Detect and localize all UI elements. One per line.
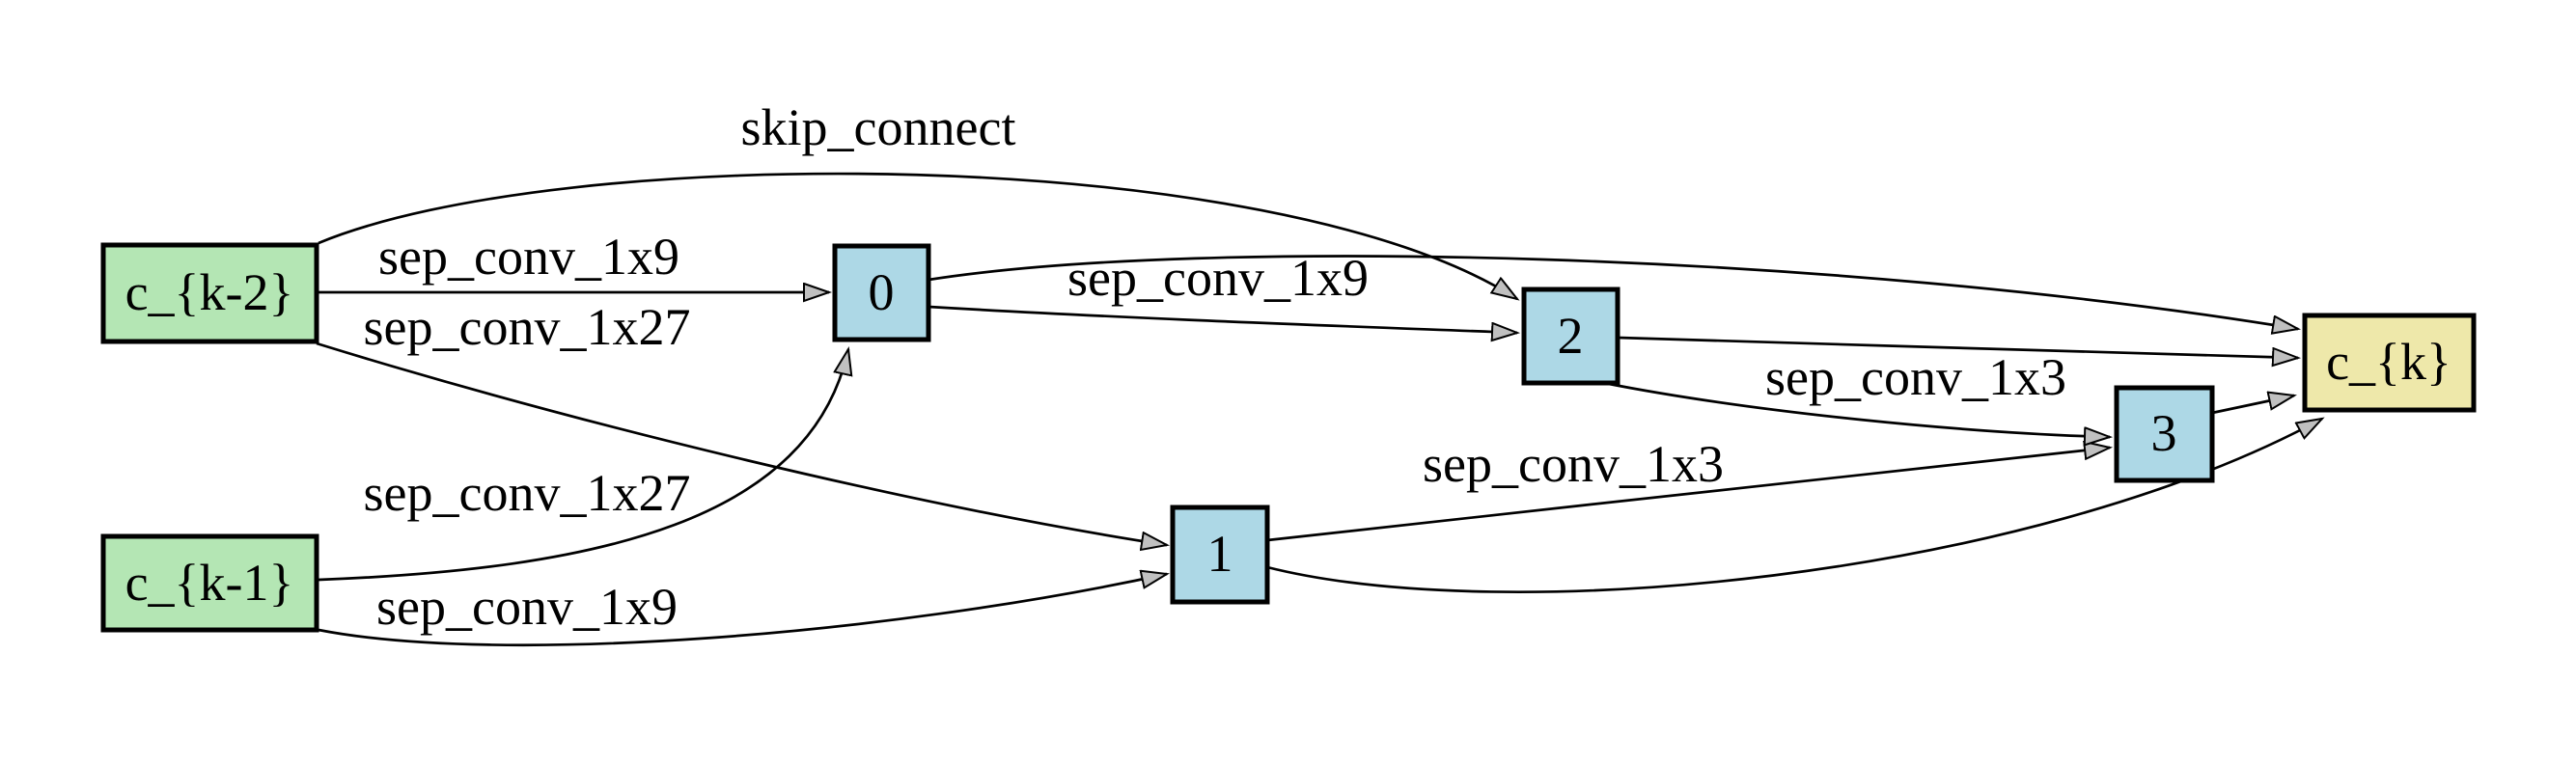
node-2-box bbox=[1521, 286, 1620, 386]
node-0: 0 bbox=[832, 243, 931, 342]
nodes: c_{k-2} c_{k-1} 0 1 2 3 c_{k} bbox=[100, 242, 2477, 633]
edge-0-to-2 bbox=[928, 305, 1517, 333]
node-ck-label: c_{k} bbox=[2326, 333, 2451, 391]
edge-label-sep-conv-1x9-ck1-1: sep_conv_1x9 bbox=[376, 578, 678, 636]
edge-labels: sep_conv_1x9 sep_conv_1x27 skip_connect … bbox=[364, 98, 2066, 636]
edge-ck2-to-1 bbox=[316, 341, 1167, 545]
node-1-box bbox=[1170, 505, 1270, 605]
node-ck1: c_{k-1} bbox=[100, 533, 319, 633]
edge-1-to-3 bbox=[1266, 448, 2110, 542]
edge-label-sep-conv-1x27-ck2-1: sep_conv_1x27 bbox=[364, 298, 691, 356]
edge-3-to-ck bbox=[2211, 396, 2294, 415]
edge-label-sep-conv-1x9-0-2: sep_conv_1x9 bbox=[1067, 249, 1369, 307]
node-1: 1 bbox=[1170, 505, 1270, 605]
node-3-box bbox=[2114, 385, 2215, 483]
edge-label-sep-conv-1x27-ck1-0: sep_conv_1x27 bbox=[364, 464, 691, 522]
node-1-label: 1 bbox=[1207, 525, 1233, 583]
edge-label-sep-conv-1x9-ck2-0: sep_conv_1x9 bbox=[378, 228, 679, 286]
edge-2-to-3 bbox=[1603, 381, 2110, 437]
node-0-box bbox=[832, 243, 931, 342]
edge-ck2-to-2-skip-connect bbox=[318, 172, 1517, 299]
edge-label-skip-connect: skip_connect bbox=[741, 98, 1016, 156]
node-ck2-box bbox=[100, 242, 319, 344]
node-3-label: 3 bbox=[2151, 404, 2177, 462]
edge-2-to-ck bbox=[1617, 336, 2298, 358]
edge-0-to-ck bbox=[928, 255, 2298, 329]
node-ck: c_{k} bbox=[2302, 313, 2477, 413]
edge-label-sep-conv-1x3-2-3: sep_conv_1x3 bbox=[1765, 348, 2066, 406]
node-ck-box bbox=[2302, 313, 2477, 413]
node-2-label: 2 bbox=[1558, 307, 1584, 365]
node-ck2-label: c_{k-2} bbox=[125, 263, 294, 321]
edge-ck1-to-0 bbox=[318, 349, 848, 582]
edge-label-sep-conv-1x3-1-3: sep_conv_1x3 bbox=[1423, 435, 1724, 493]
node-ck1-box bbox=[100, 533, 319, 633]
node-0-label: 0 bbox=[869, 263, 895, 321]
node-ck2: c_{k-2} bbox=[100, 242, 319, 344]
node-2: 2 bbox=[1521, 286, 1620, 386]
node-ck1-label: c_{k-1} bbox=[125, 554, 294, 612]
edge-ck1-to-1 bbox=[318, 574, 1167, 647]
node-3: 3 bbox=[2114, 385, 2215, 483]
